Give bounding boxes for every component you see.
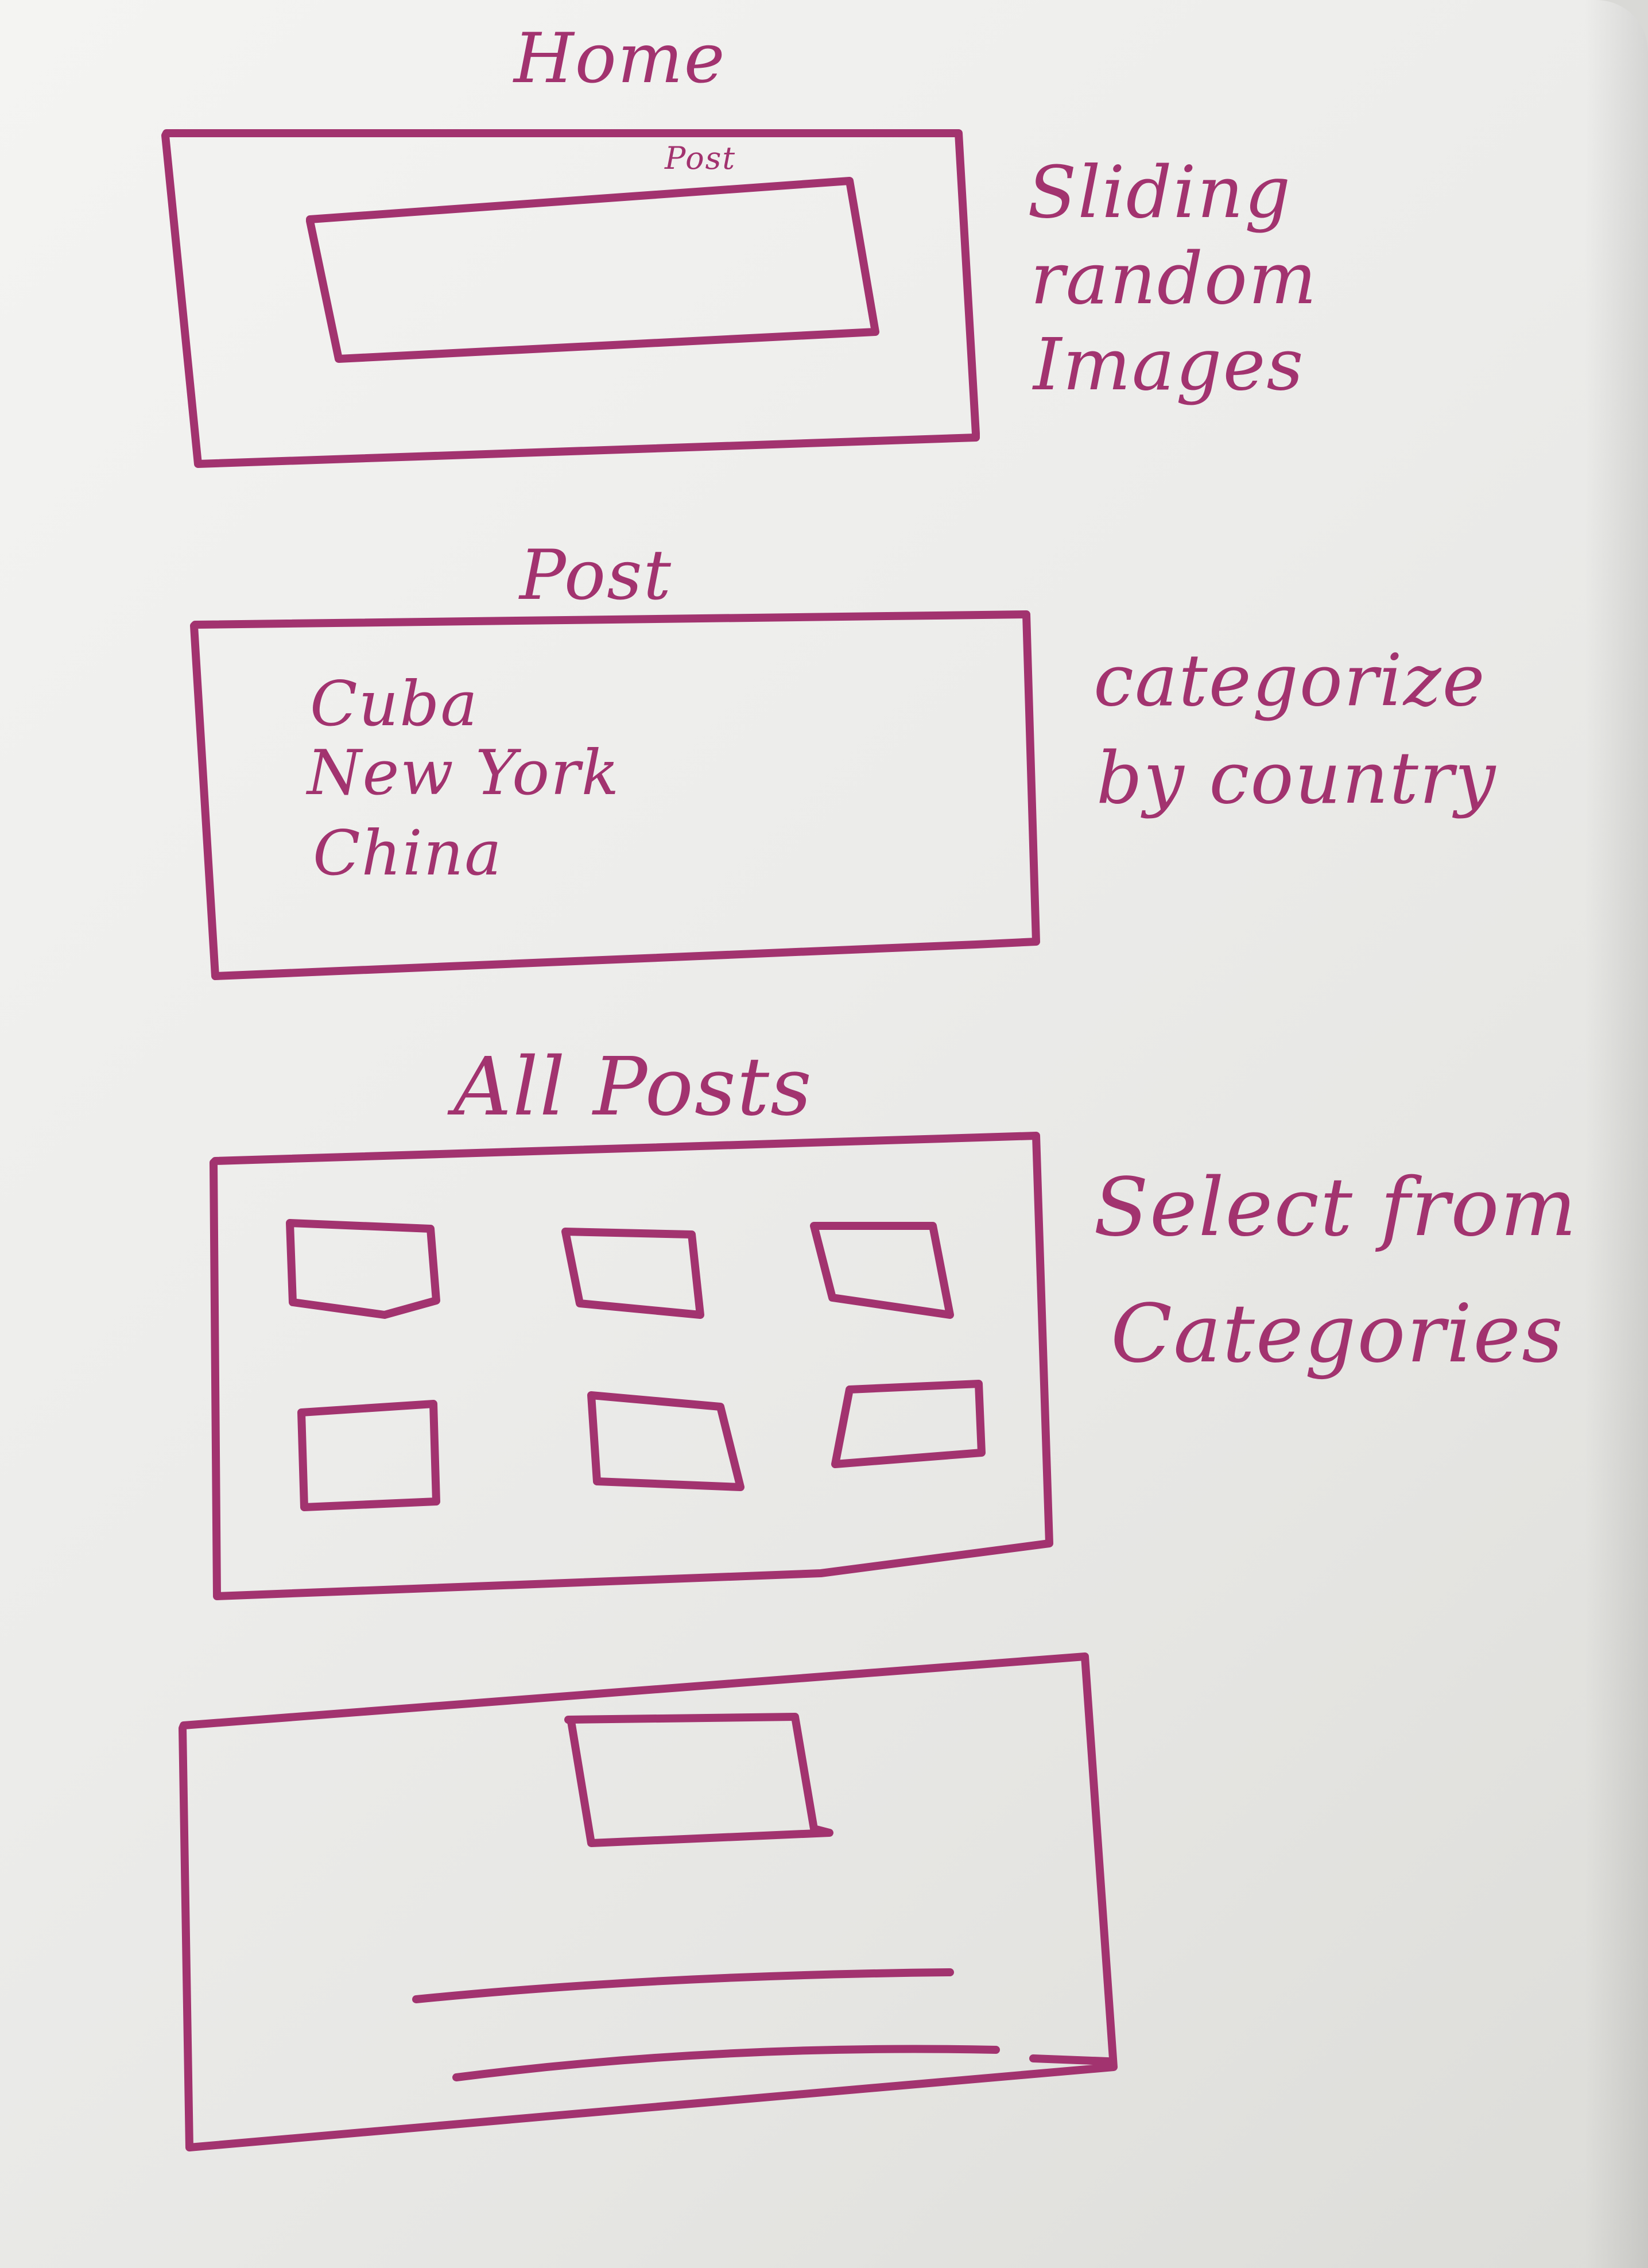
post-title: Post (519, 536, 672, 616)
detail-corner-mark (1029, 2054, 1112, 2065)
home-slider-frame (306, 177, 879, 363)
detail-text-line-1 (412, 1968, 954, 2003)
home-note-line-3: Images (1033, 323, 1305, 407)
all-posts-outer-frame (210, 1132, 1053, 1600)
home-wireframe (161, 129, 980, 468)
all-posts-title: All Posts (453, 1040, 813, 1134)
home-outer-frame (161, 129, 980, 468)
post-wireframe (190, 610, 1040, 980)
detail-text-line-2 (452, 2045, 1000, 2081)
post-list-item-1: Cuba (310, 668, 479, 740)
post-note-line-1: categorize (1094, 639, 1486, 722)
post-list-item-3: China (313, 818, 503, 889)
thumbnail-6 (831, 1380, 986, 1468)
post-detail-wireframe (179, 1652, 1118, 2151)
post-note-line-2: by country (1096, 737, 1497, 820)
home-note-line-1: Sliding (1027, 151, 1292, 234)
thumbnail-1 (286, 1219, 440, 1319)
home-note-line-2: random (1030, 237, 1318, 320)
board-edge-shadow (1585, 0, 1648, 2268)
thumbnail-4 (297, 1400, 440, 1511)
all-posts-note-line-1: Select from (1094, 1161, 1578, 1255)
all-posts-wireframe (210, 1132, 1053, 1600)
home-slider-post-label: Post (665, 140, 736, 176)
post-outer-frame (190, 610, 1040, 980)
thumbnail-2 (561, 1228, 704, 1319)
post-list-item-2: New York (307, 737, 621, 809)
thumbnail-3 (810, 1222, 954, 1319)
detail-image-frame (564, 1713, 833, 1847)
all-posts-note-line-2: Categories (1111, 1287, 1564, 1381)
home-title: Home (514, 19, 726, 99)
thumbnail-5 (587, 1391, 744, 1491)
detail-outer-frame (179, 1652, 1118, 2151)
